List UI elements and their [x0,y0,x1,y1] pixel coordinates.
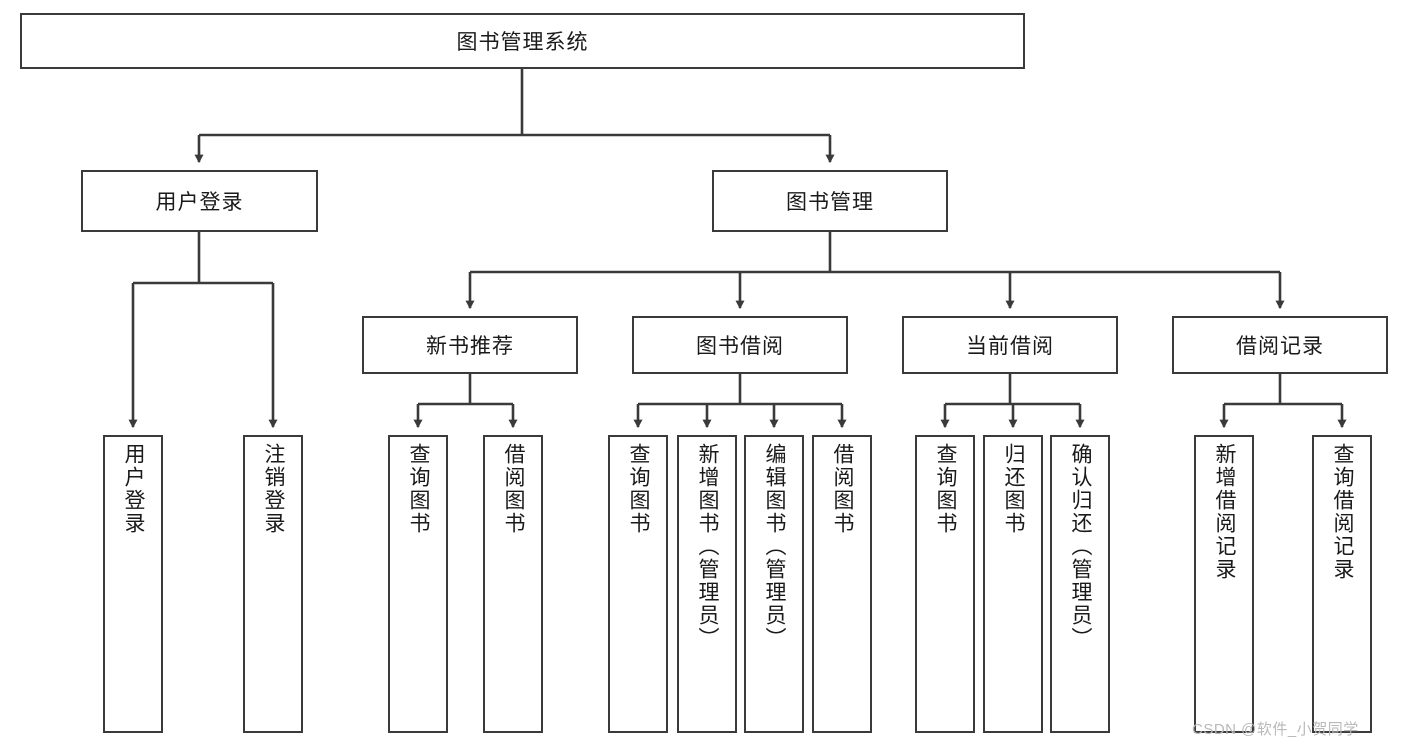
node-new-book-recommend[interactable]: 新书推荐 [362,316,578,374]
node-leaf-edit-book-admin[interactable]: 编辑图书（管理员） [744,435,804,733]
node-leaf-query-borrow-record-label: 查询借阅记录 [1331,443,1355,581]
node-borrow-record[interactable]: 借阅记录 [1172,316,1388,374]
node-leaf-logout-login-label: 注销登录 [262,443,286,535]
node-leaf-logout-login[interactable]: 注销登录 [243,435,303,733]
node-book-borrow-label: 图书借阅 [696,335,784,358]
node-leaf-confirm-return-admin-label: 确认归还（管理员） [1069,443,1093,650]
node-leaf-confirm-return-admin[interactable]: 确认归还（管理员） [1050,435,1110,733]
node-new-book-recommend-label: 新书推荐 [426,335,514,358]
node-book-borrow[interactable]: 图书借阅 [632,316,848,374]
node-leaf-user-login[interactable]: 用户登录 [103,435,163,733]
node-user-login-label: 用户登录 [155,191,244,214]
node-current-borrow-label: 当前借阅 [966,335,1054,358]
node-leaf-query-book-1[interactable]: 查询图书 [388,435,448,733]
node-leaf-query-book-3-label: 查询图书 [934,443,958,535]
node-leaf-add-borrow-record-label: 新增借阅记录 [1213,443,1237,581]
node-leaf-add-book-admin-label: 新增图书（管理员） [696,443,720,650]
node-leaf-query-book-2[interactable]: 查询图书 [608,435,668,733]
node-leaf-return-book[interactable]: 归还图书 [983,435,1043,733]
node-leaf-return-book-label: 归还图书 [1002,443,1026,535]
node-borrow-record-label: 借阅记录 [1236,335,1324,358]
node-leaf-borrow-book-2[interactable]: 借阅图书 [812,435,872,733]
node-leaf-borrow-book-2-label: 借阅图书 [831,443,855,535]
node-leaf-borrow-book-1[interactable]: 借阅图书 [483,435,543,733]
node-book-management-label: 图书管理 [786,191,874,214]
node-leaf-add-borrow-record[interactable]: 新增借阅记录 [1194,435,1254,733]
node-book-management[interactable]: 图书管理 [712,170,948,232]
node-leaf-edit-book-admin-label: 编辑图书（管理员） [763,443,787,650]
node-leaf-query-book-3[interactable]: 查询图书 [915,435,975,733]
node-leaf-user-login-label: 用户登录 [122,443,146,535]
node-leaf-add-book-admin[interactable]: 新增图书（管理员） [677,435,737,733]
node-leaf-query-book-2-label: 查询图书 [627,443,651,535]
node-root[interactable]: 图书管理系统 [20,13,1025,69]
node-leaf-query-book-1-label: 查询图书 [407,443,431,535]
node-leaf-borrow-book-1-label: 借阅图书 [502,443,526,535]
node-user-login[interactable]: 用户登录 [81,170,318,232]
node-current-borrow[interactable]: 当前借阅 [902,316,1118,374]
node-root-label: 图书管理系统 [456,31,589,54]
node-leaf-query-borrow-record[interactable]: 查询借阅记录 [1312,435,1372,733]
